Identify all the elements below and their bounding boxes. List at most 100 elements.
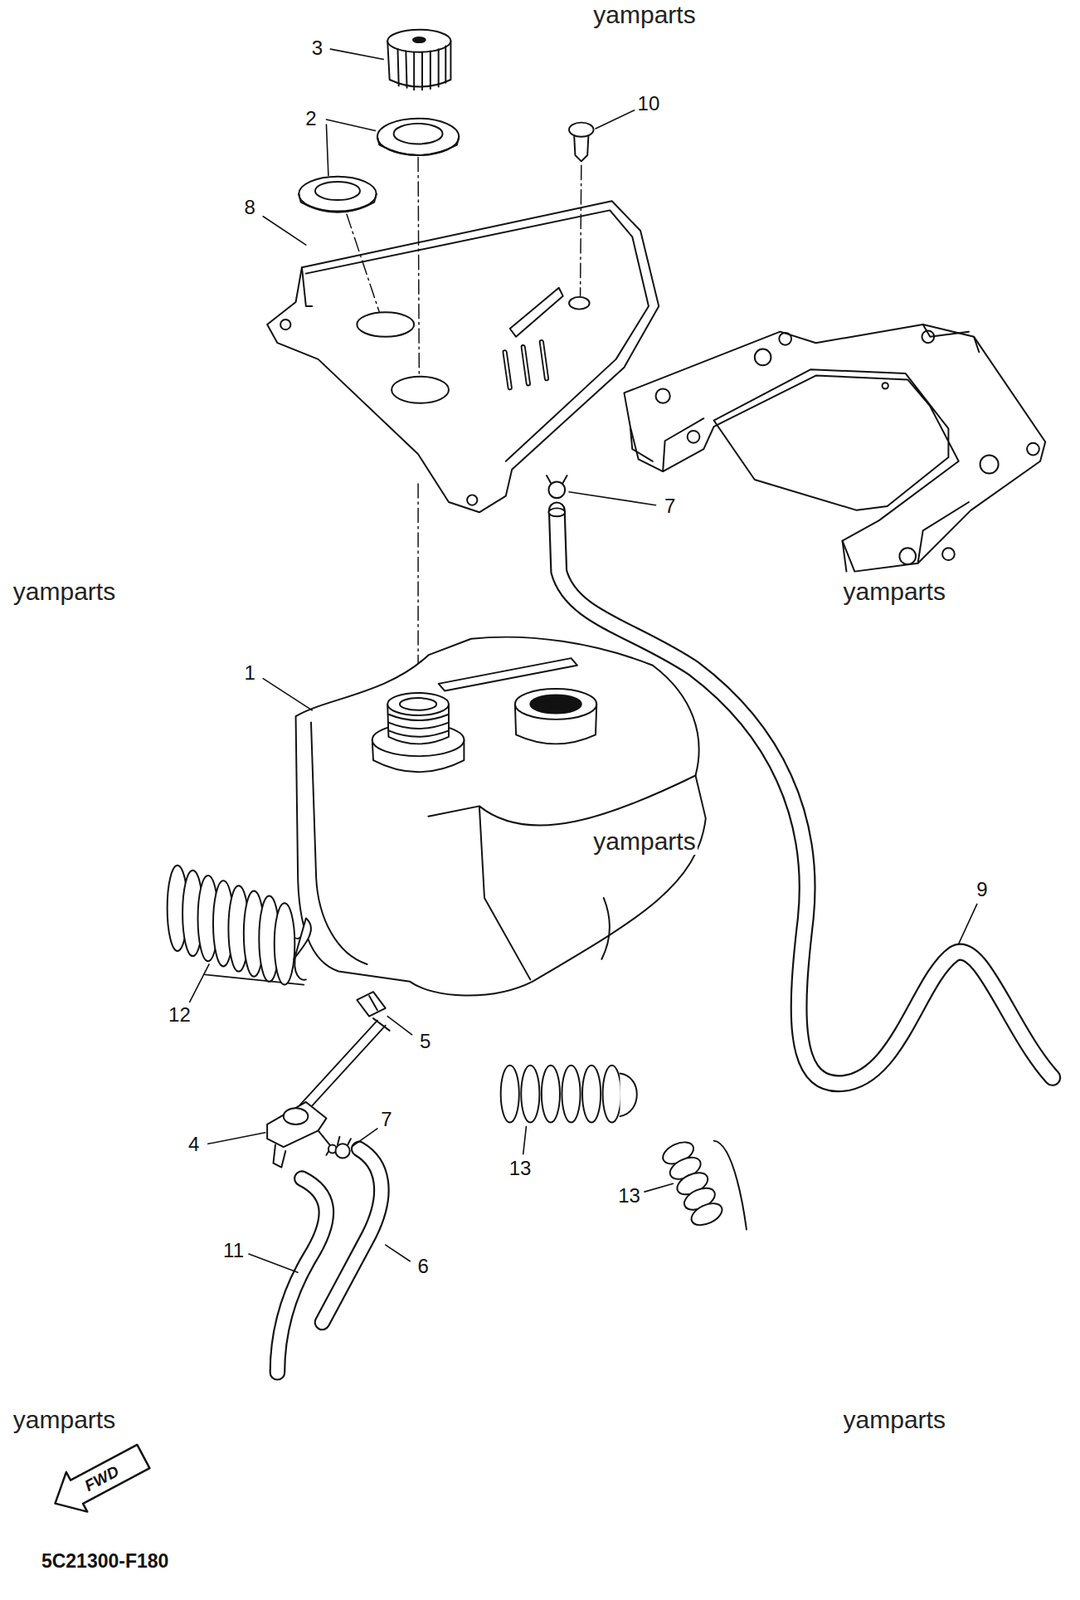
callout-number: 7 <box>379 1108 394 1130</box>
frame-bracket <box>656 389 671 404</box>
rivet <box>569 122 594 137</box>
fuel-tank <box>296 637 706 996</box>
damper-spring <box>501 1065 747 1230</box>
tank-cover <box>356 311 414 337</box>
frame-bracket <box>687 430 701 443</box>
damper-spring <box>603 1065 622 1123</box>
fuel-hose <box>277 1177 326 1372</box>
fuel-filter <box>356 991 385 1017</box>
damper-spring <box>541 1065 560 1123</box>
grommet <box>298 118 459 213</box>
frame-bracket <box>942 547 955 560</box>
callout-number: 8 <box>243 196 258 219</box>
grommet <box>298 194 376 213</box>
leader-line <box>262 216 307 245</box>
tank-cover <box>267 200 659 512</box>
tank-cover <box>280 319 291 330</box>
fuel-tank <box>530 694 581 713</box>
breather-hose <box>548 507 565 516</box>
center-line <box>417 483 419 690</box>
frame-bracket <box>623 324 1046 572</box>
tank-cover <box>391 376 449 404</box>
fuel-cock <box>267 1017 390 1168</box>
frame-bracket <box>842 501 969 572</box>
callout-number: 1 <box>243 661 258 684</box>
frame-bracket <box>923 324 980 352</box>
forward-arrow <box>44 1435 155 1523</box>
tank-cover <box>505 341 547 388</box>
grommet <box>377 118 459 156</box>
callout-number: 3 <box>310 37 325 59</box>
center-line <box>418 156 419 375</box>
watermark: yamparts <box>591 827 697 855</box>
frame-bracket <box>921 330 935 343</box>
fuel-tank <box>438 657 578 691</box>
hose-clip <box>335 1143 350 1158</box>
leader-line <box>644 1182 673 1192</box>
callout-number: 13 <box>616 1184 643 1207</box>
fuel-hose <box>277 1177 326 1372</box>
fuel-cap <box>413 37 426 43</box>
frame-bracket <box>1026 442 1040 456</box>
watermark: yamparts <box>591 1 697 29</box>
fuel-cock <box>272 1129 331 1167</box>
frame-bracket <box>899 547 916 565</box>
callout-number: 9 <box>974 878 989 900</box>
leader-line <box>325 119 375 176</box>
grommet <box>315 181 360 200</box>
center-line <box>346 156 582 690</box>
damper-spring <box>688 1198 726 1230</box>
fuel-tank <box>387 692 449 716</box>
leader-line <box>189 48 978 1272</box>
hose-clip <box>546 475 568 483</box>
watermark: yamparts <box>841 1405 948 1433</box>
fuel-cap <box>397 45 446 90</box>
leader-line <box>387 1016 413 1035</box>
fuel-tank <box>296 637 706 996</box>
frame-bracket <box>881 382 888 389</box>
fuel-tank <box>388 714 449 737</box>
fuel-cock <box>283 1107 309 1124</box>
callout-number: 5 <box>418 1030 433 1052</box>
forward-arrow <box>44 1435 155 1523</box>
grommet <box>394 123 443 145</box>
hose-clip <box>546 475 568 498</box>
leader-line <box>958 903 978 944</box>
fuel-tank <box>515 688 597 720</box>
fuel-hose <box>277 1148 381 1372</box>
center-line <box>580 165 582 296</box>
damper-spring <box>520 1065 540 1123</box>
callout-number: 13 <box>507 1157 534 1179</box>
tank-cover <box>301 267 312 307</box>
leader-line <box>523 1125 527 1153</box>
center-line <box>346 214 380 312</box>
callout-number: 11 <box>221 1239 246 1261</box>
watermark: yamparts <box>11 1405 117 1433</box>
hose-clip <box>335 1136 351 1158</box>
fuel-cap <box>387 29 451 91</box>
damper-spring <box>501 1065 520 1123</box>
rivet <box>569 122 594 162</box>
damper-spring <box>620 1072 638 1116</box>
hose-clip <box>337 1136 351 1145</box>
leader-line <box>352 1128 378 1146</box>
tank-cover <box>569 296 590 310</box>
leader-line <box>385 1244 411 1261</box>
fuel-filter <box>356 991 385 1017</box>
leader-line <box>208 1132 266 1144</box>
watermark: yamparts <box>841 578 948 605</box>
tank-cover <box>467 494 477 505</box>
leader-line <box>248 1253 298 1272</box>
callout-number: 7 <box>662 495 677 517</box>
fuel-cock <box>373 1017 390 1031</box>
callout-number: 6 <box>416 1255 431 1277</box>
tank-cover <box>505 341 547 388</box>
protector-sleeve <box>167 865 312 985</box>
diagram-code: 5C21300-F180 <box>39 1550 171 1572</box>
damper-spring <box>714 1140 747 1230</box>
watermark: yamparts <box>11 578 117 605</box>
grommet <box>377 136 459 156</box>
hose-clip <box>548 481 565 498</box>
